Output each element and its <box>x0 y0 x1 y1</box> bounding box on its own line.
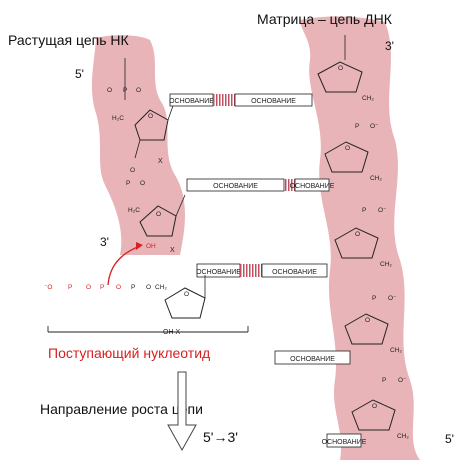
svg-text:CH₂: CH₂ <box>397 433 409 440</box>
svg-text:P: P <box>372 295 376 302</box>
svg-text:X: X <box>170 247 175 254</box>
svg-text:O: O <box>365 317 370 324</box>
svg-text:ОСНОВАНИЕ: ОСНОВАНИЕ <box>196 269 241 276</box>
growth-direction-label: Направление роста цепи <box>40 401 203 417</box>
svg-text:⁻O: ⁻O <box>44 284 53 291</box>
right-5prime-label: 5' <box>445 432 454 446</box>
svg-text:O⁻: O⁻ <box>378 207 387 214</box>
svg-text:P: P <box>126 180 130 187</box>
svg-text:H₂C: H₂C <box>112 115 124 122</box>
template-base-4: ОСНОВАНИЕ <box>274 350 351 365</box>
svg-text:O: O <box>338 65 343 72</box>
svg-text:CH₂: CH₂ <box>362 95 374 102</box>
svg-text:O⁻: O⁻ <box>370 123 379 130</box>
svg-text:O: O <box>355 231 360 238</box>
left-5prime-label: 5' <box>75 67 84 81</box>
right-3prime-label: 3' <box>385 39 394 53</box>
left-nucleotide-1: O P O H₂C O X O P O H₂C O OH X <box>107 58 186 254</box>
growth-direction-arrow <box>167 371 197 452</box>
svg-text:P: P <box>131 284 135 291</box>
svg-text:CH₂: CH₂ <box>380 261 392 268</box>
incoming-nucleotide: ⁻O P O P O P O CH₂ O OH X <box>44 275 249 336</box>
svg-text:CH₂: CH₂ <box>390 347 402 354</box>
svg-text:X: X <box>158 158 163 165</box>
direction-5to3-label: 5'→3' <box>203 429 238 445</box>
base-pair-3: ОСНОВАНИЕ ОСНОВАНИЕ <box>196 263 328 278</box>
svg-text:P: P <box>362 207 366 214</box>
svg-text:ОСНОВАНИЕ: ОСНОВАНИЕ <box>169 98 214 105</box>
svg-text:O: O <box>116 284 121 291</box>
svg-text:O: O <box>130 167 135 174</box>
svg-text:O: O <box>136 87 141 94</box>
svg-text:ОСНОВАНИЕ: ОСНОВАНИЕ <box>290 356 335 363</box>
svg-text:P: P <box>382 377 386 384</box>
svg-text:ОСНОВАНИЕ: ОСНОВАНИЕ <box>272 269 317 276</box>
incoming-nucleotide-label: Поступающий нуклеотид <box>48 345 210 361</box>
svg-text:CH₂: CH₂ <box>155 284 167 291</box>
svg-text:O⁻: O⁻ <box>398 377 407 384</box>
svg-text:O: O <box>148 113 153 120</box>
svg-text:P: P <box>123 87 127 94</box>
base-pair-2: ОСНОВАНИЕ ОСНОВАНИЕ <box>186 178 335 192</box>
svg-text:O: O <box>156 211 161 218</box>
right-strand-chemistry: O CH₂ P O⁻ O CH₂ P O⁻ O CH₂ P O⁻ O CH₂ P… <box>317 35 409 440</box>
svg-text:H₂C: H₂C <box>128 207 140 214</box>
svg-text:ОСНОВАНИЕ: ОСНОВАНИЕ <box>290 183 335 190</box>
base-pair-1: ОСНОВАНИЕ ОСНОВАНИЕ <box>169 93 313 107</box>
svg-text:ОСНОВАНИЕ: ОСНОВАНИЕ <box>251 98 296 105</box>
svg-text:OH: OH <box>146 243 156 250</box>
svg-text:O⁻: O⁻ <box>388 295 397 302</box>
svg-text:O: O <box>146 284 151 291</box>
svg-text:P: P <box>355 123 359 130</box>
left-3prime-label: 3' <box>100 235 109 249</box>
svg-text:P: P <box>100 284 104 291</box>
svg-text:OH X: OH X <box>163 329 180 336</box>
svg-text:ОСНОВАНИЕ: ОСНОВАНИЕ <box>322 439 367 446</box>
template-chain-label: Матрица – цепь ДНК <box>257 11 393 27</box>
svg-text:O: O <box>107 87 112 94</box>
svg-text:CH₂: CH₂ <box>370 175 382 182</box>
template-chain-band <box>300 16 420 460</box>
svg-text:O: O <box>86 284 91 291</box>
svg-text:O: O <box>184 291 189 298</box>
growing-chain-label: Растущая цепь НК <box>8 32 130 48</box>
svg-text:O: O <box>345 145 350 152</box>
svg-text:ОСНОВАНИЕ: ОСНОВАНИЕ <box>213 183 258 190</box>
svg-text:O: O <box>140 180 145 187</box>
svg-text:O: O <box>372 403 377 410</box>
svg-text:P: P <box>68 284 72 291</box>
template-base-5: ОСНОВАНИЕ <box>322 433 367 448</box>
